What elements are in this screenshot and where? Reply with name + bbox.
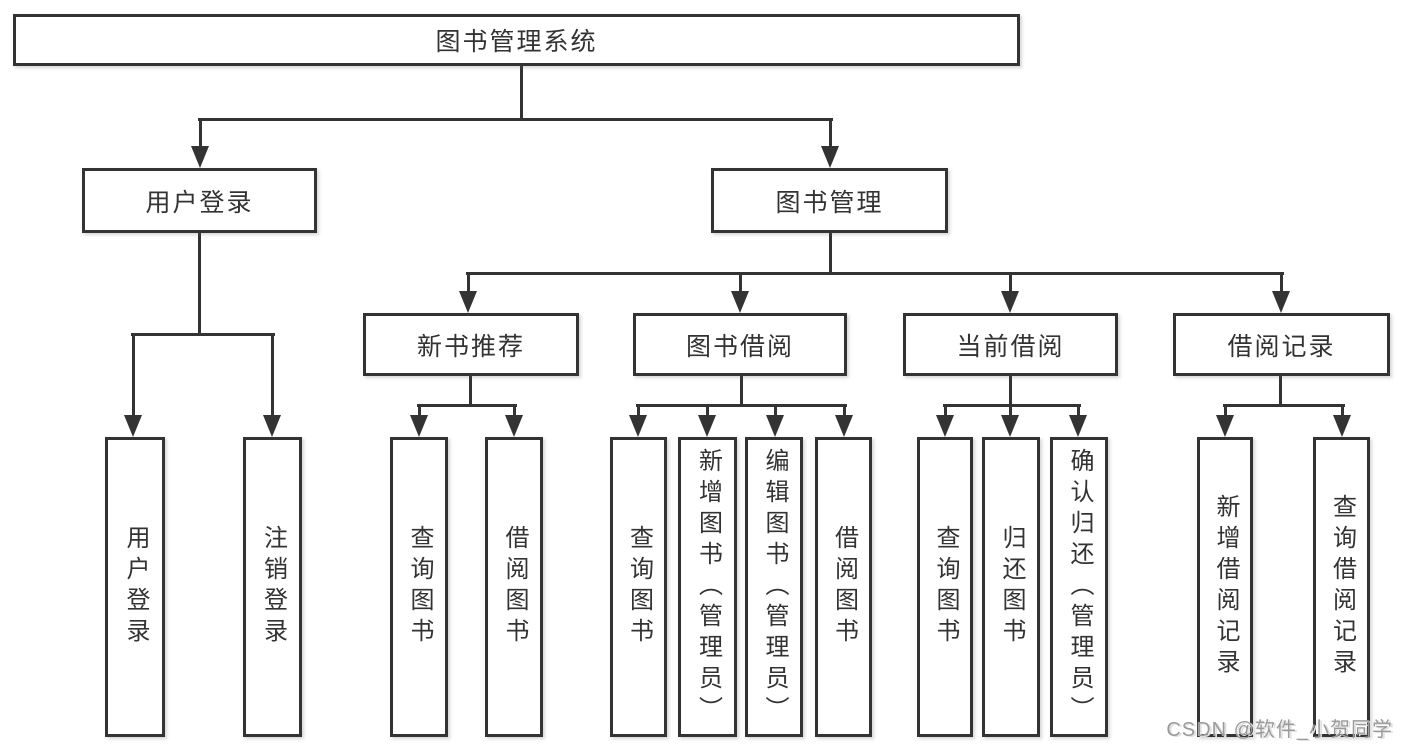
node-label-book-mgmt: 图书管理 bbox=[775, 188, 884, 217]
connector-arrow-stem bbox=[738, 273, 742, 297]
node-label-v-query-book-2: 查询图书 bbox=[625, 525, 653, 649]
node-v-borrow-book-2: 借阅图书 bbox=[815, 437, 872, 737]
arrowhead-down-icon bbox=[263, 415, 281, 437]
node-label-root: 图书管理系统 bbox=[435, 28, 598, 56]
node-borrow-records: 借阅记录 bbox=[1173, 313, 1390, 376]
connector-vline bbox=[468, 376, 472, 407]
connector-vline bbox=[519, 66, 523, 121]
node-v-return-book: 归还图书 bbox=[982, 437, 1040, 737]
connector-arrow-stem bbox=[131, 334, 135, 421]
connector-arrow-stem bbox=[828, 119, 832, 152]
node-label-v-add-book: 新增图书（管理员） bbox=[694, 447, 722, 727]
connector-hline bbox=[942, 403, 1081, 407]
node-new-book-rec: 新书推荐 bbox=[363, 313, 579, 376]
connector-arrow-stem bbox=[705, 405, 709, 421]
node-label-book-borrow: 图书借阅 bbox=[685, 332, 794, 361]
connector-arrow-stem bbox=[842, 405, 846, 421]
connector-arrow-stem bbox=[417, 405, 421, 421]
connector-arrow-stem bbox=[773, 405, 777, 421]
node-label-borrow-records: 借阅记录 bbox=[1227, 332, 1336, 361]
node-current-borrow: 当前借阅 bbox=[903, 313, 1118, 376]
connector-hline bbox=[1222, 403, 1345, 407]
connector-hline bbox=[635, 403, 847, 407]
node-label-v-logout: 注销登录 bbox=[259, 525, 287, 649]
node-label-v-add-borrow-record: 新增借阅记录 bbox=[1212, 494, 1239, 680]
arrowhead-down-icon bbox=[1272, 291, 1290, 313]
node-book-borrow: 图书借阅 bbox=[633, 313, 847, 376]
node-label-v-edit-book: 编辑图书（管理员） bbox=[761, 447, 788, 727]
node-v-user-login: 用户登录 bbox=[105, 437, 165, 737]
connector-hline bbox=[465, 271, 1284, 275]
node-label-v-query-book-3: 查询图书 bbox=[932, 525, 959, 649]
node-root: 图书管理系统 bbox=[13, 14, 1020, 66]
node-label-current-borrow: 当前借阅 bbox=[956, 332, 1065, 361]
connector-vline bbox=[828, 233, 832, 275]
node-v-query-book-2: 查询图书 bbox=[610, 437, 667, 737]
connector-arrow-stem bbox=[1008, 273, 1012, 297]
node-v-query-borrow-record: 查询借阅记录 bbox=[1313, 437, 1370, 737]
connector-arrow-stem bbox=[1340, 405, 1344, 421]
connector-vline bbox=[739, 376, 743, 407]
connector-arrow-stem bbox=[1008, 405, 1012, 421]
node-v-query-book-1: 查询图书 bbox=[390, 437, 448, 737]
node-v-add-borrow-record: 新增借阅记录 bbox=[1197, 437, 1253, 737]
node-label-new-book-rec: 新书推荐 bbox=[416, 332, 525, 361]
arrowhead-down-icon bbox=[731, 291, 749, 313]
node-label-v-return-book: 归还图书 bbox=[998, 525, 1025, 649]
connector-arrow-stem bbox=[636, 405, 640, 421]
connector-hline bbox=[197, 117, 833, 121]
node-label-v-query-book-1: 查询图书 bbox=[406, 525, 433, 649]
arrowhead-down-icon bbox=[1001, 291, 1019, 313]
node-v-query-book-3: 查询图书 bbox=[917, 437, 973, 737]
node-label-v-user-login: 用户登录 bbox=[122, 525, 149, 649]
arrowhead-down-icon bbox=[1216, 415, 1234, 437]
arrowhead-down-icon bbox=[505, 415, 523, 437]
node-user-login: 用户登录 bbox=[82, 168, 317, 233]
arrowhead-down-icon bbox=[1001, 415, 1019, 437]
connector-arrow-stem bbox=[1279, 273, 1283, 297]
node-label-v-borrow-book-2: 借阅图书 bbox=[830, 525, 858, 649]
connector-arrow-stem bbox=[1223, 405, 1227, 421]
node-label-v-confirm-return: 确认归还（管理员） bbox=[1066, 447, 1093, 727]
arrowhead-down-icon bbox=[629, 415, 647, 437]
connector-hline bbox=[416, 403, 517, 407]
connector-arrow-stem bbox=[270, 334, 274, 421]
connector-arrow-stem bbox=[943, 405, 947, 421]
connector-hline bbox=[130, 332, 275, 336]
arrowhead-down-icon bbox=[124, 415, 142, 437]
node-label-v-borrow-book-1: 借阅图书 bbox=[501, 525, 528, 649]
connector-vline bbox=[1008, 376, 1012, 407]
connector-vline bbox=[197, 233, 201, 336]
arrowhead-down-icon bbox=[191, 146, 209, 168]
node-v-logout: 注销登录 bbox=[243, 437, 302, 737]
node-v-edit-book: 编辑图书（管理员） bbox=[745, 437, 803, 737]
node-v-add-book: 新增图书（管理员） bbox=[678, 437, 737, 737]
arrowhead-down-icon bbox=[821, 146, 839, 168]
arrowhead-down-icon bbox=[698, 415, 716, 437]
connector-arrow-stem bbox=[466, 273, 470, 297]
node-v-borrow-book-1: 借阅图书 bbox=[485, 437, 543, 737]
arrowhead-down-icon bbox=[1069, 415, 1087, 437]
arrowhead-down-icon bbox=[766, 415, 784, 437]
node-label-user-login: 用户登录 bbox=[145, 188, 254, 217]
arrowhead-down-icon bbox=[936, 415, 954, 437]
arrowhead-down-icon bbox=[835, 415, 853, 437]
arrowhead-down-icon bbox=[459, 291, 477, 313]
connector-arrow-stem bbox=[198, 119, 202, 152]
connector-vline bbox=[1278, 376, 1282, 407]
csdn-watermark: CSDN @软件_小贺同学 bbox=[1166, 719, 1393, 741]
connector-arrow-stem bbox=[512, 405, 516, 421]
node-book-mgmt: 图书管理 bbox=[711, 168, 948, 233]
arrowhead-down-icon bbox=[410, 415, 428, 437]
arrowhead-down-icon bbox=[1333, 415, 1351, 437]
connector-arrow-stem bbox=[1076, 405, 1080, 421]
node-label-v-query-borrow-record: 查询借阅记录 bbox=[1328, 494, 1356, 680]
node-v-confirm-return: 确认归还（管理员） bbox=[1050, 437, 1108, 737]
